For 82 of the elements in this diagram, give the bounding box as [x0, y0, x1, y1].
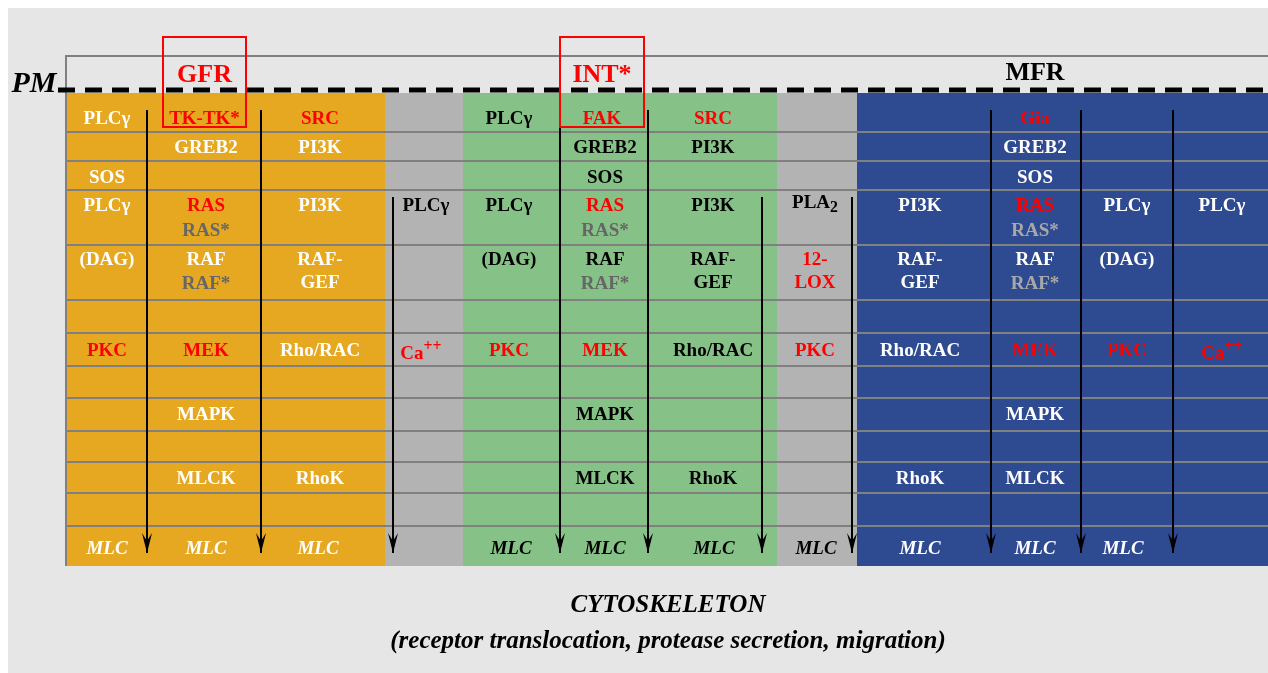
protein-label: PLCγ — [83, 105, 131, 129]
protein-label: PKC — [794, 337, 836, 361]
protein-label: RAF- GEF — [896, 247, 944, 293]
protein-label: FAK — [582, 107, 622, 129]
protein-label: RAF- GEF — [689, 247, 737, 293]
protein-label: RhoK — [295, 465, 345, 489]
protein-label: MLC — [490, 535, 532, 559]
protein-label: RAF — [585, 246, 625, 270]
protein-label: RAF- GEF — [296, 247, 344, 293]
protein-label: RAF* — [1010, 270, 1060, 294]
protein-label: RhoK — [688, 465, 738, 489]
protein-label: MEK — [183, 337, 229, 361]
protein-label: RhoK — [895, 465, 945, 489]
protein-label: RAF — [186, 246, 226, 270]
protein-label: PI3K — [898, 192, 942, 216]
protein-label: PI3K — [691, 192, 735, 216]
protein-label: PLCγ — [83, 192, 131, 216]
protein-label: MLC — [795, 535, 837, 559]
protein-label: MLCK — [176, 465, 236, 489]
protein-label: MLCK — [1005, 465, 1065, 489]
protein-label: MLC — [899, 535, 941, 559]
protein-label: PKC — [86, 337, 128, 361]
protein-label: (DAG) — [481, 246, 537, 270]
protein-label: PI3K — [298, 192, 342, 216]
receptor-box — [162, 36, 247, 128]
protein-label: GREB2 — [1003, 134, 1067, 158]
protein-label: PLA$_{2}$ — [792, 189, 838, 218]
protein-label: RAS* — [1011, 217, 1059, 241]
protein-label: SOS — [1017, 164, 1053, 188]
protein-label: MLC — [584, 535, 626, 559]
protein-label: Rho/RAC — [279, 337, 361, 361]
protein-label: MAPK — [177, 401, 235, 425]
caption: (receptor translocation, protease secretion, migration) — [390, 626, 946, 654]
cytoskeleton-heading: CYTOSKELETON — [570, 590, 766, 618]
protein-label: MLC — [297, 535, 339, 559]
protein-label: RAF* — [580, 270, 630, 294]
protein-label: PI3K — [298, 134, 342, 158]
protein-label: TK-TK* — [169, 107, 240, 129]
protein-label: Rho/RAC — [672, 337, 754, 361]
protein-label: MAPK — [576, 401, 634, 425]
protein-label: Ca$^{++}$ — [1201, 336, 1243, 364]
protein-label: Ca$^{++}$ — [400, 336, 442, 364]
protein-label: PLCγ — [1198, 192, 1246, 216]
protein-label: MEK — [1012, 337, 1058, 361]
protein-label: PLCγ — [485, 105, 533, 129]
protein-label: PLCγ — [402, 192, 450, 216]
membrane-label: PM — [11, 66, 57, 98]
protein-label: PI3K — [691, 134, 735, 158]
protein-label: Rho/RAC — [879, 337, 961, 361]
receptor-label: INT* — [572, 59, 632, 89]
protein-label: SRC — [694, 105, 732, 129]
protein-label: RAF — [1015, 246, 1055, 270]
protein-label: (DAG) — [1099, 246, 1155, 270]
protein-label: MLC — [1102, 535, 1144, 559]
protein-label: MEK — [582, 337, 628, 361]
protein-label: MLC — [1014, 535, 1056, 559]
protein-label: RAS — [586, 192, 624, 216]
protein-label: PLCγ — [1103, 192, 1151, 216]
protein-label: MLCK — [575, 465, 635, 489]
protein-label: RAS* — [182, 217, 230, 241]
protein-label: PLCγ — [485, 192, 533, 216]
protein-label: Gia — [1020, 105, 1050, 129]
protein-label: SOS — [89, 164, 125, 188]
protein-label: SRC — [301, 105, 339, 129]
protein-label: RAF* — [181, 270, 231, 294]
receptor-label: MFR — [1005, 58, 1065, 86]
protein-label: SOS — [587, 164, 623, 188]
protein-label: RAS — [187, 192, 225, 216]
protein-label: PKC — [488, 337, 530, 361]
protein-label: RAS* — [581, 217, 629, 241]
protein-label: RAS — [1016, 192, 1054, 216]
protein-label: MLC — [185, 535, 227, 559]
protein-label: MAPK — [1006, 401, 1064, 425]
protein-label: 12- LOX — [793, 247, 837, 293]
protein-label: GREB2 — [174, 134, 238, 158]
receptor-label: GFR — [177, 59, 232, 89]
protein-label: GREB2 — [573, 134, 637, 158]
protein-label: PKC — [1106, 337, 1148, 361]
protein-label: (DAG) — [79, 246, 135, 270]
protein-label: MLC — [86, 535, 128, 559]
receptor-box — [559, 36, 645, 128]
protein-label: MLC — [693, 535, 735, 559]
